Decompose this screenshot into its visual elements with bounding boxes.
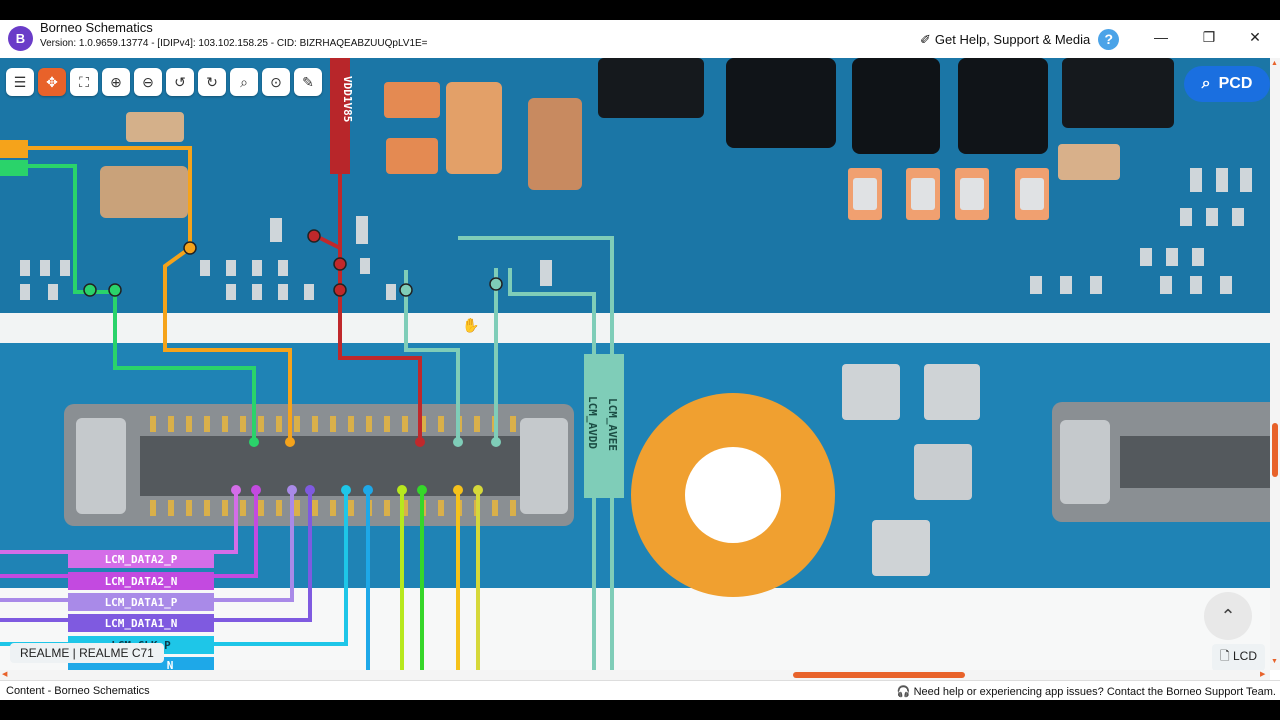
horizontal-scrollbar[interactable]: ◀ ▶: [0, 670, 1270, 680]
status-content: Content - Borneo Schematics: [6, 685, 150, 697]
board-viewer[interactable]: VDD1V85 LCM_AVDD LCM_AVEE LCM_DATA2_P LC…: [0, 58, 1270, 670]
viewer-toolbar: ☰ ✥ ⛶ ⊕ ⊖ ↺ ↻ ⌕ ⊙ ✎: [6, 68, 322, 96]
close-button[interactable]: ✕: [1249, 29, 1261, 45]
net-label-clkn[interactable]: N: [167, 659, 174, 670]
search-icon: ⌕: [1201, 75, 1211, 92]
headset-icon: 🎧: [896, 686, 911, 698]
search-icon[interactable]: ⌕: [230, 68, 258, 96]
support-contact-text: Need help or experiencing app issues? Co…: [913, 686, 1276, 698]
status-bar: Content - Borneo Schematics 🎧 Need help …: [0, 680, 1280, 700]
pcd-button[interactable]: ⌕ PCD: [1184, 66, 1270, 102]
app-window: B Borneo Schematics Version: 1.0.9659.13…: [0, 20, 1280, 700]
center-icon[interactable]: ✥: [38, 68, 66, 96]
paperclip-icon: ✐: [920, 31, 931, 47]
fit-screen-icon[interactable]: ⛶: [70, 68, 98, 96]
lcd-label-text: LCD: [1233, 649, 1258, 663]
vertical-scroll-thumb[interactable]: [1272, 423, 1278, 477]
help-link-label: Get Help, Support & Media: [934, 32, 1091, 47]
app-title: Borneo Schematics: [40, 20, 153, 35]
restore-button[interactable]: ❐: [1202, 29, 1216, 45]
document-icon: 🗋: [1220, 649, 1230, 663]
scroll-right-arrow-icon[interactable]: ▶: [1260, 671, 1266, 678]
magic-pen-icon[interactable]: ✎: [294, 68, 322, 96]
scroll-up-arrow-icon[interactable]: ▲: [1271, 60, 1278, 67]
title-bar: B Borneo Schematics Version: 1.0.9659.13…: [0, 20, 1280, 58]
horizontal-scroll-thumb[interactable]: [793, 672, 965, 678]
net-label-data2n[interactable]: LCM_DATA2_N: [105, 575, 178, 588]
net-label-data1n[interactable]: LCM_DATA1_N: [105, 617, 178, 630]
help-icon[interactable]: ?: [1098, 29, 1120, 50]
app-logo-icon: B: [8, 26, 33, 51]
pcb-board-image[interactable]: VDD1V85 LCM_AVDD LCM_AVEE LCM_DATA2_P LC…: [0, 58, 1270, 670]
support-contact[interactable]: 🎧 Need help or experiencing app issues? …: [897, 685, 1276, 698]
app-version: Version: 1.0.9659.13774 - [IDIPv4]: 103.…: [40, 38, 428, 49]
zoom-out-icon[interactable]: ⊖: [134, 68, 162, 96]
pcd-button-label: PCD: [1218, 75, 1253, 92]
letterbox-bottom: [0, 700, 1280, 720]
hand-cursor-icon: ✋: [462, 317, 479, 333]
rotate-right-icon[interactable]: ↻: [198, 68, 226, 96]
minimize-button[interactable]: —: [1154, 29, 1168, 45]
net-label-avdd[interactable]: LCM_AVDD: [586, 396, 599, 449]
net-label-data1p[interactable]: LCM_DATA1_P: [105, 596, 178, 609]
net-label-data2p[interactable]: LCM_DATA2_P: [105, 553, 178, 566]
help-support-link[interactable]: ✐ Get Help, Support & Media ?: [920, 29, 1120, 50]
zoom-in-icon[interactable]: ⊕: [102, 68, 130, 96]
net-label-avee[interactable]: LCM_AVEE: [606, 398, 619, 451]
pin-icon[interactable]: ⊙: [262, 68, 290, 96]
lcd-side-label[interactable]: 🗋 LCD: [1212, 644, 1266, 670]
net-label-vdd[interactable]: VDD1V85: [341, 76, 354, 122]
scroll-left-arrow-icon[interactable]: ◀: [2, 671, 8, 678]
rotate-left-icon[interactable]: ↺: [166, 68, 194, 96]
vertical-scrollbar[interactable]: ▲ ▼: [1270, 58, 1280, 670]
scroll-down-arrow-icon[interactable]: ▼: [1271, 658, 1278, 665]
list-icon[interactable]: ☰: [6, 68, 34, 96]
board-model-label: REALME | REALME C71: [10, 643, 164, 663]
letterbox-top: [0, 0, 1280, 20]
scroll-to-top-button[interactable]: ⌃: [1204, 592, 1252, 640]
